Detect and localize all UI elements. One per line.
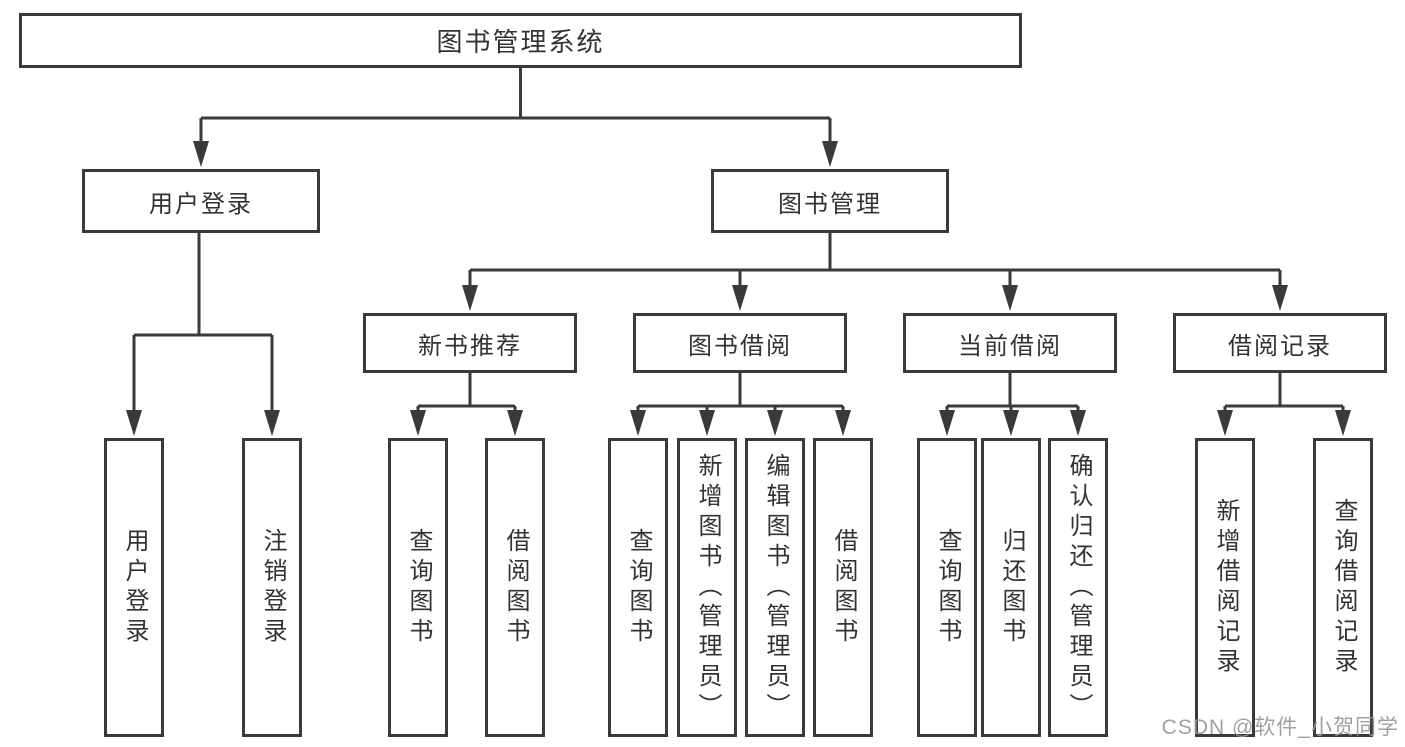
leaf-confirm-return-admin: 确认归还（管理员）	[1048, 438, 1108, 737]
edge-borrow-records-group	[1223, 373, 1345, 414]
leaf-logout: 注销登录	[242, 438, 302, 737]
edge-book-mgmt-to-level3	[468, 233, 1282, 288]
edge-root-to-level2	[199, 68, 832, 144]
node-current-borrow: 当前借阅	[903, 313, 1117, 373]
leaf-return-books: 归还图书	[981, 438, 1041, 737]
edge-new-book-group	[416, 373, 517, 414]
edge-current-borrow-group	[945, 373, 1080, 414]
node-user-login: 用户登录	[82, 169, 320, 233]
node-root-library-system: 图书管理系统	[19, 13, 1022, 68]
leaf-query-books-borrow: 查询图书	[608, 438, 668, 737]
csdn-watermark: CSDN @软件_小贺同学	[1161, 716, 1399, 739]
node-book-borrow: 图书借阅	[633, 313, 847, 373]
node-new-book-recommend: 新书推荐	[363, 313, 577, 373]
leaf-add-book-admin: 新增图书（管理员）	[677, 438, 737, 737]
leaf-borrow-books: 借阅图书	[813, 438, 873, 737]
leaf-query-books-current: 查询图书	[917, 438, 977, 737]
node-borrow-records: 借阅记录	[1173, 313, 1387, 373]
leaf-query-books-recommend: 查询图书	[388, 438, 448, 737]
leaf-edit-book-admin: 编辑图书（管理员）	[745, 438, 805, 737]
leaf-user-login: 用户登录	[104, 438, 164, 737]
leaf-add-borrow-record: 新增借阅记录	[1195, 438, 1255, 737]
node-book-management: 图书管理	[711, 169, 949, 233]
leaf-query-borrow-record: 查询借阅记录	[1313, 438, 1373, 737]
edge-book-borrow-group	[636, 373, 845, 414]
leaf-borrow-books-recommend: 借阅图书	[485, 438, 545, 737]
edge-user-login-to-leaves	[132, 233, 274, 412]
